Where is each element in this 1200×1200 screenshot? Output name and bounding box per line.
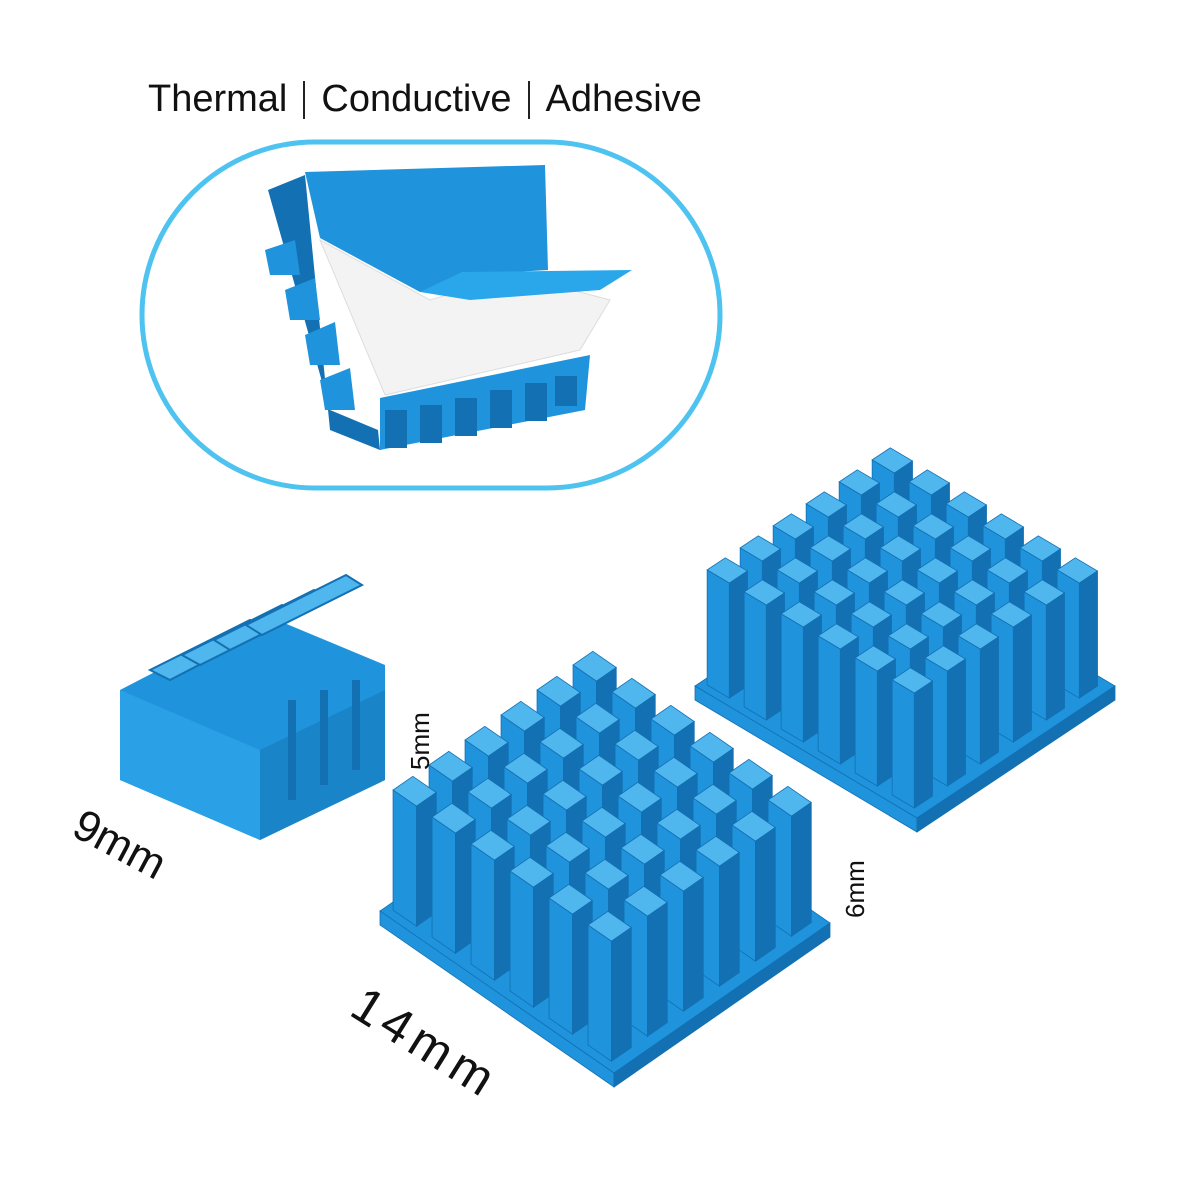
heatsink-base-side [613, 922, 831, 1088]
pin-front [470, 843, 495, 982]
pin-side [455, 818, 476, 955]
pin-side [647, 901, 668, 1038]
pin-front [548, 897, 573, 1036]
headline-conductive: Conductive [321, 78, 512, 120]
large-heatsink-back [694, 447, 1116, 833]
divider [527, 80, 530, 119]
pin-side [533, 872, 554, 1009]
pin-front [392, 789, 417, 928]
pin-front [780, 613, 804, 743]
pin-side [876, 658, 896, 787]
pin-side [683, 876, 704, 1013]
divider [303, 80, 306, 119]
pin-front [891, 679, 915, 809]
pin-side [946, 658, 966, 787]
pin-side [416, 791, 437, 928]
small-heatsink [120, 573, 385, 840]
adhesive-heatsink-illustration [265, 165, 632, 450]
pill-outline [139, 139, 723, 491]
pin-side [765, 592, 785, 721]
pin-front [509, 870, 534, 1009]
heatsink-base-side [916, 685, 1116, 833]
pin-side [802, 614, 822, 743]
pin-side [791, 801, 812, 938]
pin-front [817, 635, 841, 765]
pin-side [979, 636, 999, 765]
pin-side [1045, 592, 1065, 721]
pin-front [431, 816, 456, 955]
pin-side [728, 570, 748, 699]
pin-front [854, 657, 878, 787]
pin-side [913, 680, 933, 809]
pin-side [494, 845, 515, 982]
pin-front [587, 924, 612, 1063]
pin-side [719, 851, 740, 988]
large-heatsink-front [379, 650, 831, 1088]
pin-side [572, 899, 593, 1036]
pin-front [743, 591, 767, 721]
label-6mm: 6mm [840, 860, 870, 918]
pin-side [839, 636, 859, 765]
pin-side [755, 826, 776, 963]
headline: Thermal Conductive Adhesive [148, 78, 702, 121]
pin-side [1012, 614, 1032, 743]
pin-front [706, 569, 730, 699]
headline-adhesive: Adhesive [545, 78, 702, 120]
pin-side [611, 926, 632, 1063]
label-5mm: 5mm [405, 712, 435, 770]
headline-thermal: Thermal [148, 78, 288, 120]
pin-side [1078, 570, 1098, 699]
